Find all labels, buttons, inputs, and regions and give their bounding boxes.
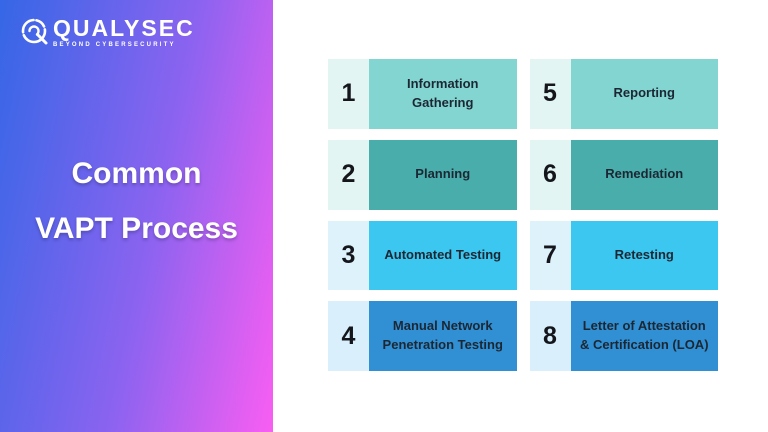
step-label: Letter of Attestation & Certification (L… [570, 301, 718, 371]
step-label: Retesting [570, 220, 718, 291]
step-row-1: 1 Information Gathering [328, 59, 517, 129]
vapt-steps-grid: 1 Information Gathering 2 Planning 3 Aut… [328, 59, 718, 371]
brand-wordmark: QUALYSEC [53, 15, 195, 41]
step-label: Manual Network Penetration Testing [369, 301, 517, 371]
title-line-2: VAPT Process [35, 212, 238, 245]
step-number: 5 [529, 59, 571, 129]
step-row-3: 3 Automated Testing [328, 220, 517, 291]
title-line-1: Common [71, 157, 202, 190]
step-label: Automated Testing [369, 220, 517, 291]
step-label: Information Gathering [369, 59, 517, 129]
step-row-7: 7 Retesting [529, 220, 718, 291]
step-label: Remediation [570, 139, 718, 210]
step-number: 3 [328, 220, 369, 291]
brand-tagline: BEYOND CYBERSECURITY [53, 42, 176, 48]
step-number: 1 [328, 59, 369, 129]
qualysec-logo: QUALYSEC BEYOND CYBERSECURITY [20, 15, 195, 48]
step-row-5: 5 Reporting [529, 59, 718, 129]
step-number: 2 [328, 139, 369, 210]
step-number: 6 [529, 139, 571, 210]
step-number: 8 [529, 301, 571, 371]
step-label: Reporting [570, 59, 718, 129]
step-row-8: 8 Letter of Attestation & Certification … [529, 301, 718, 371]
step-label: Planning [369, 139, 517, 210]
step-number: 4 [328, 301, 369, 371]
step-row-2: 2 Planning [328, 139, 517, 210]
step-row-6: 6 Remediation [529, 139, 718, 210]
qualysec-q-icon [21, 18, 48, 45]
page-title: Common VAPT Process [0, 146, 273, 256]
step-number: 7 [529, 220, 571, 291]
step-row-4: 4 Manual Network Penetration Testing [328, 301, 517, 371]
brand-panel: QUALYSEC BEYOND CYBERSECURITY Common VAP… [0, 0, 273, 432]
